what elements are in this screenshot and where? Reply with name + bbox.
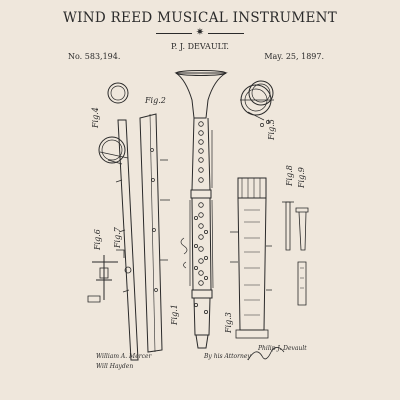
fig5-label: Fig.5: [267, 119, 276, 141]
fig7-label: Fig.7: [113, 226, 122, 249]
fig3-label: Fig.3: [224, 312, 233, 334]
fig2-label: Fig.2: [144, 96, 166, 105]
clarinet-main: [174, 70, 228, 349]
fig2-tube: [139, 113, 170, 353]
bell-rim: [175, 70, 227, 76]
patent-number: No. 583,194.: [68, 52, 121, 61]
witness-signature-2: Will Hayden: [96, 363, 133, 370]
middle-joint: [190, 189, 212, 199]
witness-signature-1: William A. Mercer: [96, 353, 153, 360]
clarinet-bell: [174, 72, 228, 119]
inventor-name: P. J. DEVAULT.: [171, 42, 229, 51]
ornament-rule-right: [208, 32, 245, 34]
fig6-mechanism: [87, 249, 132, 303]
fig8-label: Fig.8: [285, 165, 294, 187]
lower-joint: [191, 289, 213, 299]
barrel: [193, 297, 211, 336]
patent-date: May. 25, 1897.: [264, 52, 324, 61]
fig9-label: Fig.9: [297, 167, 306, 189]
fig4-rings: [98, 82, 129, 165]
title-ornament: ✷: [0, 27, 400, 39]
star-icon: ✷: [195, 27, 205, 38]
attorney-flourish: [247, 347, 285, 361]
clarinet-upper-body: [191, 117, 211, 191]
clarinet-lower-body: [191, 197, 212, 291]
inventor-signature: Philip J. Devault: [257, 345, 307, 352]
fig5-rings: [240, 80, 274, 127]
fig1-label: Fig.1: [170, 304, 179, 326]
page-title: WIND REED MUSICAL INSTRUMENT: [62, 10, 338, 26]
attorney-prefix: By his Attorney: [203, 353, 251, 360]
fig9-pins: [282, 201, 309, 306]
fig8-tube: [230, 177, 272, 339]
fig4-label: Fig.4: [91, 107, 100, 129]
mouthpiece: [195, 334, 209, 349]
ornament-rule-left: [155, 32, 192, 34]
fig7-tube: [115, 119, 139, 361]
fig6-label: Fig.6: [93, 229, 102, 251]
